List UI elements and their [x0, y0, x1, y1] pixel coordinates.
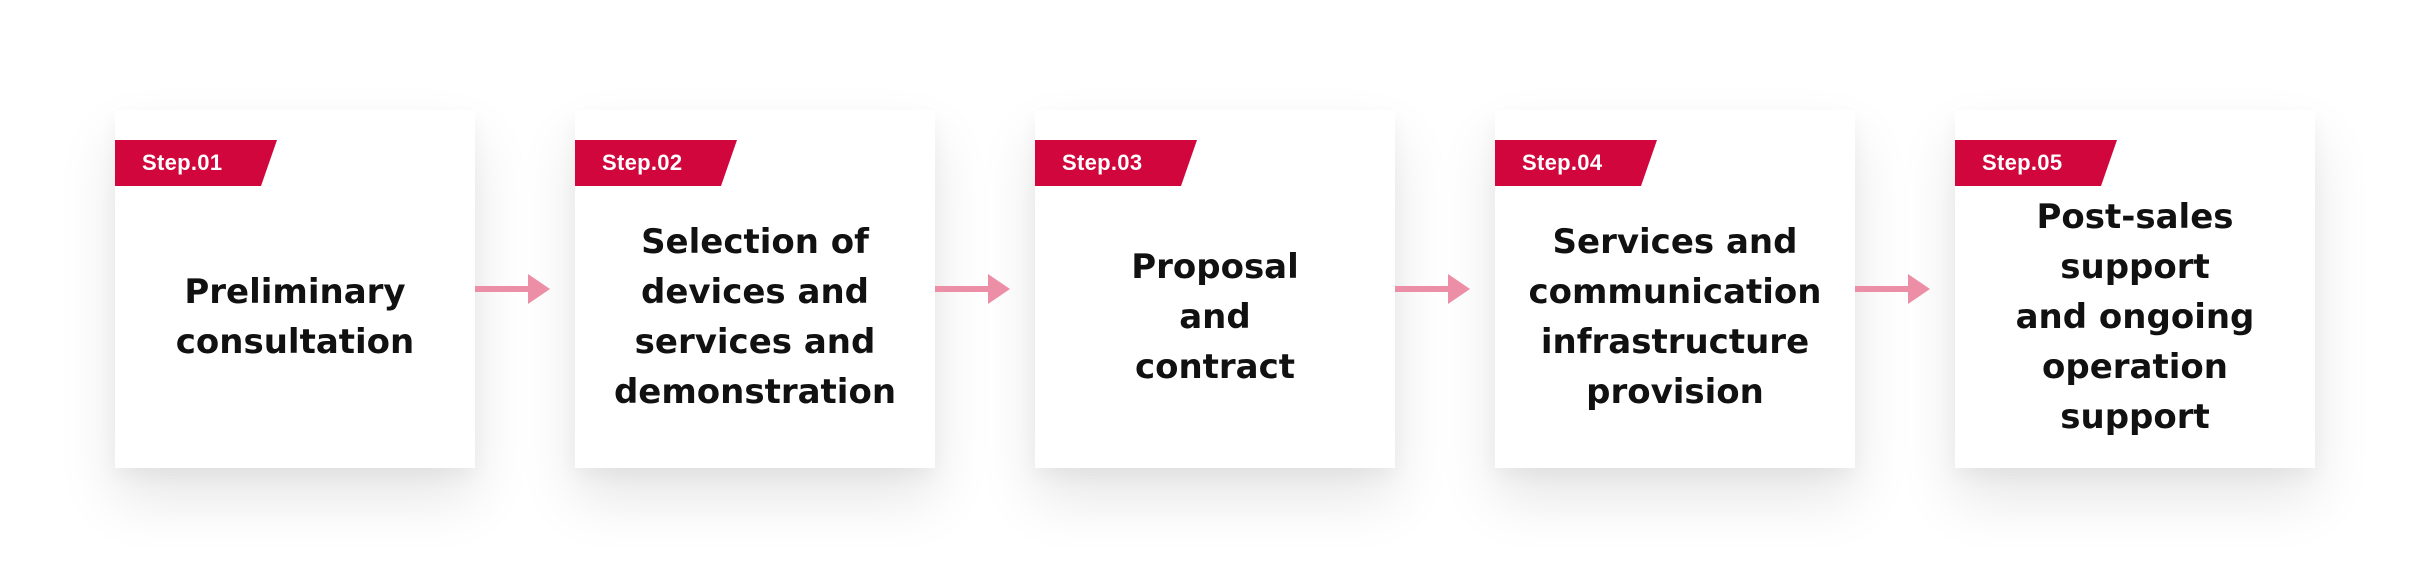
arrow-head: [1448, 274, 1470, 304]
step-tag: Step.03: [1035, 140, 1197, 186]
arrow-head: [988, 274, 1010, 304]
step-tag: Step.05: [1955, 140, 2117, 186]
step-card-4: Step.04 Services and communication infra…: [1495, 110, 1855, 468]
arrow-shaft: [935, 286, 991, 292]
arrow-right-icon: [1395, 274, 1470, 304]
arrow-right-icon: [475, 274, 550, 304]
arrow-right-icon: [935, 274, 1010, 304]
arrow-shaft: [1395, 286, 1451, 292]
step-description: Preliminary consultation: [175, 272, 415, 362]
step-tag: Step.04: [1495, 140, 1657, 186]
step-description: Selection of devices and services and de…: [613, 222, 897, 412]
arrow-right-icon: [1855, 274, 1930, 304]
step-card-1: Step.01 Preliminary consultation: [115, 110, 475, 468]
arrow-shaft: [475, 286, 531, 292]
step-description: Post-sales support and ongoing operation…: [2015, 197, 2255, 437]
step-card-2: Step.02 Selection of devices and service…: [575, 110, 935, 468]
step-description: Proposal and contract: [1131, 247, 1299, 387]
arrow-head: [528, 274, 550, 304]
step-tag: Step.01: [115, 140, 277, 186]
arrow-head: [1908, 274, 1930, 304]
arrow-shaft: [1855, 286, 1911, 292]
step-card-3: Step.03 Proposal and contract: [1035, 110, 1395, 468]
step-card-5: Step.05 Post-sales support and ongoing o…: [1955, 110, 2315, 468]
step-description: Services and communication infrastructur…: [1528, 222, 1822, 412]
step-tag: Step.02: [575, 140, 737, 186]
